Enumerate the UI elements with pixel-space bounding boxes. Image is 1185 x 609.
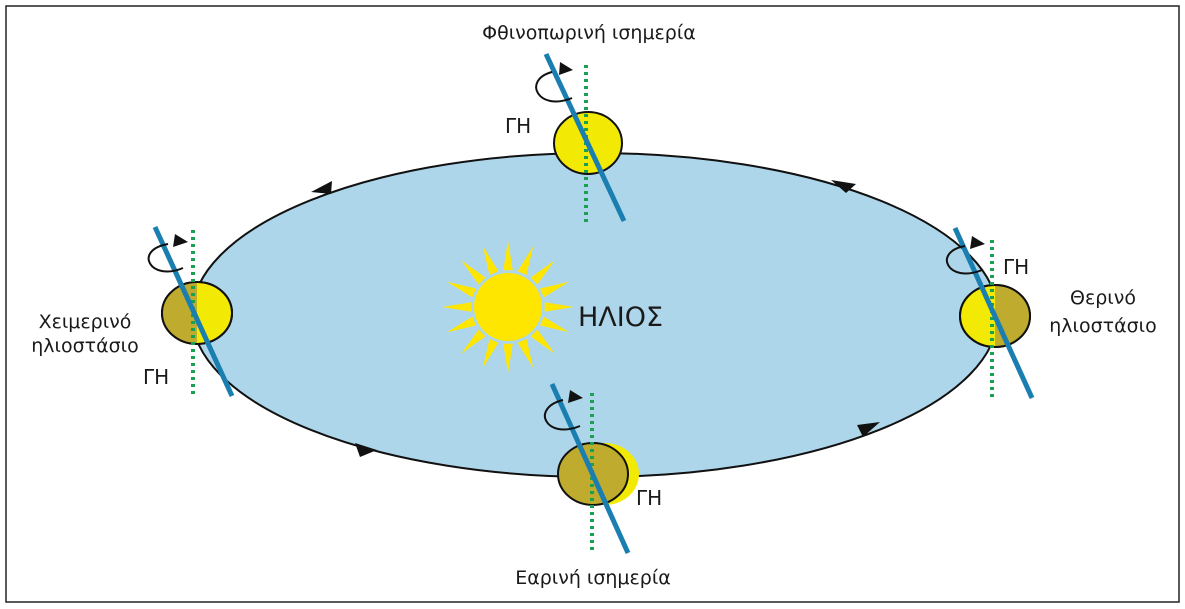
sun-ray: [530, 260, 555, 285]
winter-solstice-label-line2: ηλιοστάσιο: [31, 335, 138, 357]
sun-ray: [540, 281, 569, 298]
sun-ray: [482, 339, 499, 368]
sun-ray: [540, 316, 569, 333]
sun-ray: [482, 246, 499, 275]
earth-label-top: ΓΗ: [505, 114, 531, 138]
earth-summer-solstice: [945, 226, 1035, 400]
spring-equinox-label: Εαρινή ισημερία: [515, 567, 671, 589]
autumn-equinox-label: Φθινοπωρινή ισημερία: [482, 22, 696, 44]
sun-label: ΗΛΙΟΣ: [578, 302, 663, 333]
orbit-arrow-top-right: [831, 180, 856, 193]
sun-ray: [530, 329, 555, 354]
sun-icon: [442, 241, 574, 373]
sun-ray: [544, 302, 574, 312]
summer-solstice-label-line1: Θερινό: [1070, 287, 1136, 309]
sun-ray: [517, 246, 534, 275]
summer-solstice-label-line2: ηλιοστάσιο: [1049, 315, 1156, 337]
sun-ray: [447, 281, 476, 298]
sun-ray: [503, 343, 513, 373]
sun-ray: [503, 241, 513, 271]
winter-solstice-label-line1: Χειμερινό: [39, 311, 132, 333]
earth-spring-equinox: [543, 382, 639, 555]
sun-ray: [442, 302, 472, 312]
orbit-arrow-bottom-left: [355, 443, 377, 457]
earth-label-bottom: ΓΗ: [636, 486, 662, 510]
sun-ray: [461, 260, 486, 285]
sun-ray: [517, 339, 534, 368]
earth-label-right: ΓΗ: [1003, 255, 1029, 279]
sun-ray: [461, 329, 486, 354]
sun-ray: [447, 316, 476, 333]
earth-autumn-equinox: [535, 52, 627, 225]
earth-label-left: ΓΗ: [143, 365, 169, 389]
orbit-arrow-bottom-right: [857, 422, 880, 437]
orbit-arrow-top-left: [311, 181, 332, 194]
